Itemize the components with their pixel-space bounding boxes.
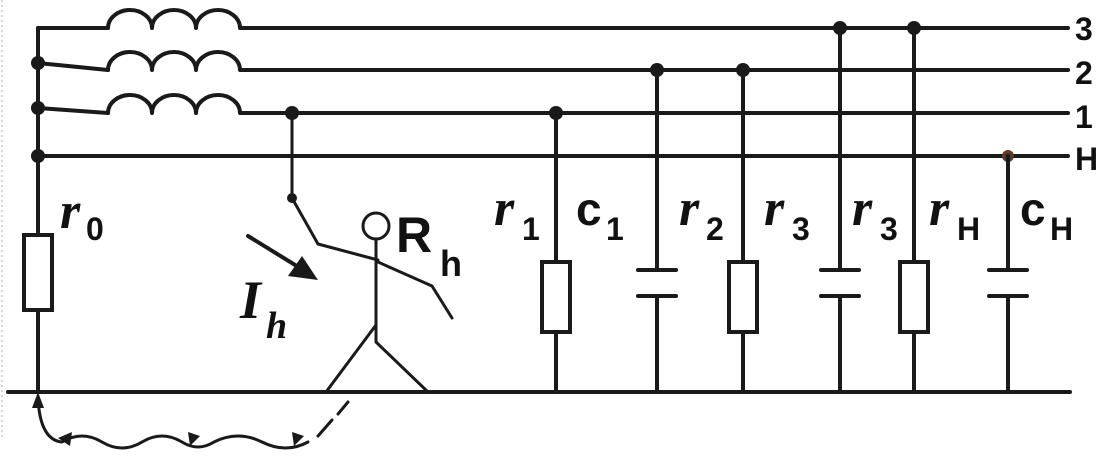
current-arrow-shaft bbox=[246, 234, 302, 270]
label-rn: r bbox=[929, 180, 950, 237]
ground-return-dash bbox=[336, 400, 350, 416]
label-c1: c bbox=[576, 183, 602, 235]
label-r2-sub: 2 bbox=[706, 211, 724, 247]
human-head bbox=[361, 211, 391, 241]
coil-line-3 bbox=[106, 8, 248, 30]
human-forearm-right bbox=[430, 284, 454, 320]
label-ih: I bbox=[239, 270, 263, 330]
label-r3-b-sub: 3 bbox=[880, 211, 898, 247]
coil-line-1 bbox=[106, 93, 248, 115]
line-label-1: 1 bbox=[1075, 99, 1093, 135]
label-rh-sub: h bbox=[440, 243, 462, 284]
line-label-3: 3 bbox=[1075, 11, 1093, 47]
label-c1-sub: 1 bbox=[606, 211, 624, 247]
ground-arrow-up bbox=[32, 392, 44, 408]
human-arm-left bbox=[290, 196, 320, 246]
label-r1: r bbox=[494, 180, 515, 237]
ground-return-path bbox=[36, 396, 310, 450]
line-label-n: Н bbox=[1075, 141, 1098, 177]
feed-line-1 bbox=[36, 106, 110, 115]
label-r3-a-sub: 3 bbox=[792, 211, 810, 247]
ground-return-dash bbox=[316, 418, 334, 438]
resistor-r3 bbox=[898, 260, 930, 334]
human-arm-left-upper bbox=[316, 242, 380, 262]
label-r2: r bbox=[679, 180, 700, 237]
label-r0-sub: 0 bbox=[86, 211, 104, 247]
label-ih-sub: h bbox=[266, 305, 287, 347]
resistor-r1 bbox=[540, 260, 572, 334]
label-cn-sub: Н bbox=[1050, 211, 1073, 247]
junction-dot bbox=[31, 56, 45, 70]
coil-line-2 bbox=[106, 50, 248, 72]
junction-dot bbox=[31, 149, 45, 163]
label-cn: c bbox=[1020, 183, 1046, 235]
label-r1-sub: 1 bbox=[522, 211, 540, 247]
ground-arrow-mid bbox=[188, 432, 200, 446]
ground-arrow-left bbox=[58, 432, 72, 446]
resistor-r2 bbox=[727, 260, 759, 334]
label-r0: r bbox=[60, 183, 81, 240]
ground-arrow-right bbox=[292, 432, 304, 446]
label-r3-b: r bbox=[852, 180, 873, 237]
feed-line-2 bbox=[36, 61, 110, 72]
current-arrow-head bbox=[288, 256, 318, 280]
line-label-2: 2 bbox=[1075, 55, 1093, 91]
human-arm-right bbox=[376, 260, 434, 288]
junction-dot bbox=[31, 101, 45, 115]
human-legs bbox=[324, 323, 430, 394]
source-resistor-r0 bbox=[22, 233, 54, 312]
label-rh: R bbox=[396, 207, 432, 263]
label-r3-a: r bbox=[764, 180, 785, 237]
label-rn-sub: Н bbox=[957, 211, 980, 247]
